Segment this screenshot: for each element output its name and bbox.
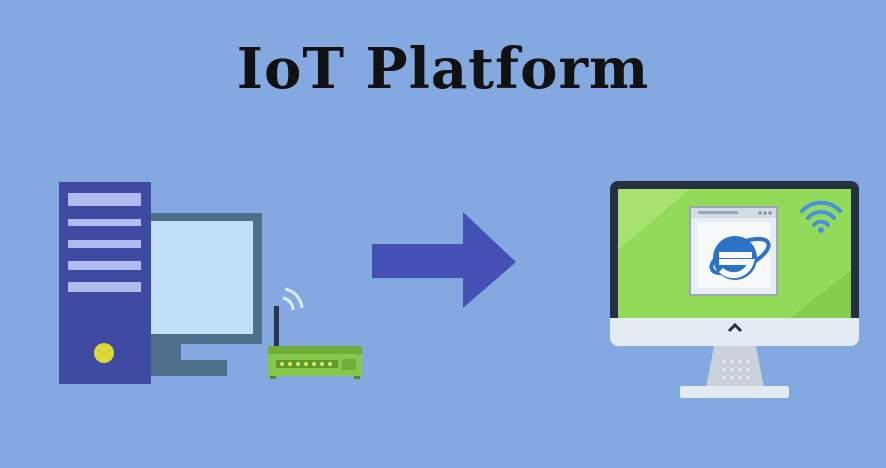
power-button-icon (94, 343, 114, 363)
internet-explorer-icon (709, 236, 771, 280)
right-arrow-icon (372, 212, 516, 308)
wifi-icon (800, 200, 842, 233)
page-title: IoT Platform (236, 36, 650, 102)
computer-monitor-icon (151, 213, 262, 376)
server-tower-icon (59, 182, 151, 384)
wifi-router-icon (268, 287, 362, 379)
